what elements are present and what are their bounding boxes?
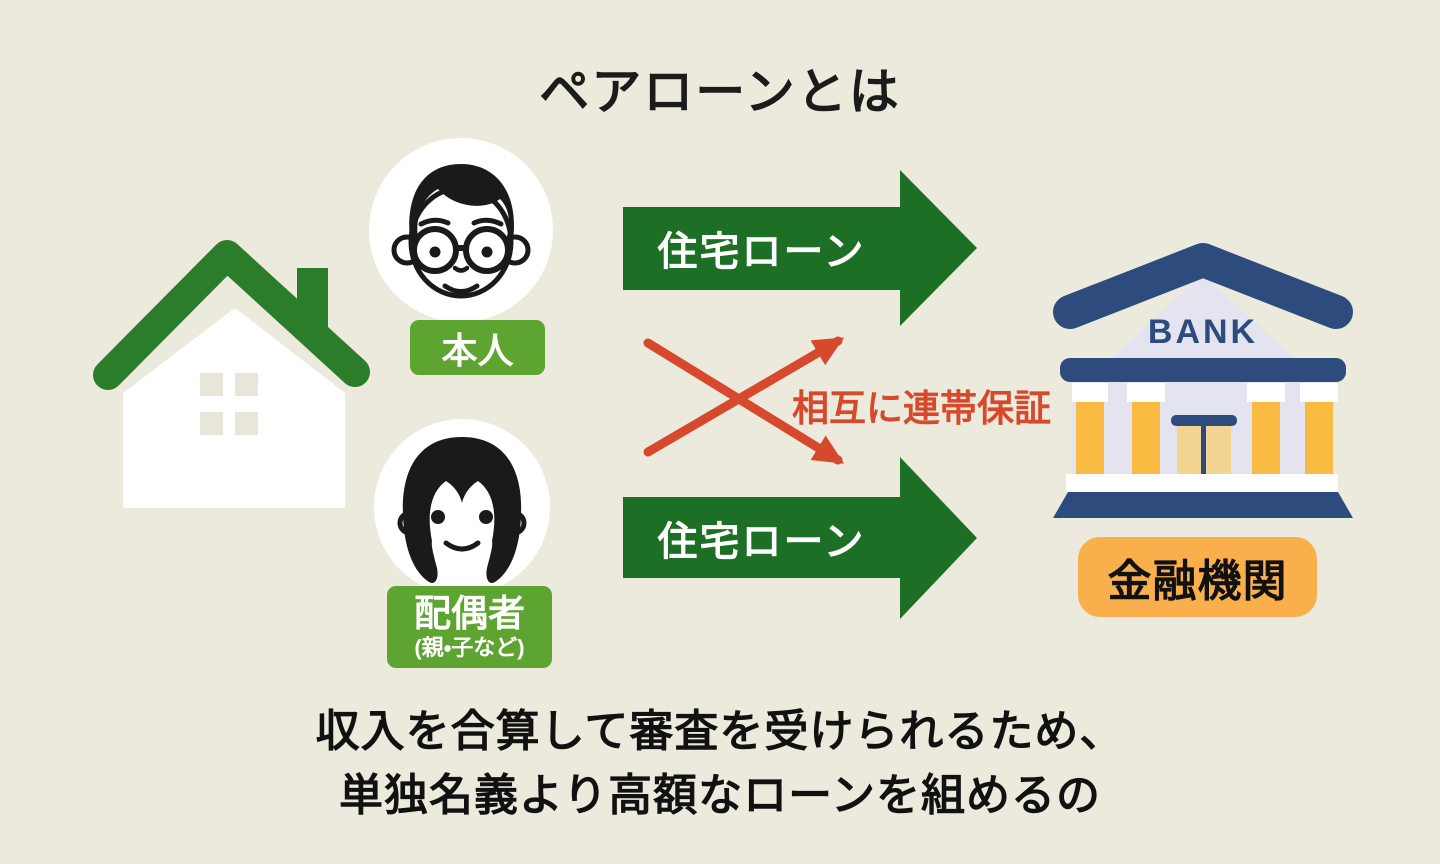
loan-arrow-bottom [623, 457, 977, 619]
loan-arrow-bottom-label: 住宅ローン [657, 519, 866, 564]
loan-arrow-top [623, 170, 977, 326]
caption-line-1: 収入を合算して審査を受けられるため、 [315, 707, 1125, 756]
bank-beam [1060, 358, 1346, 382]
bank-icon: BANK [1053, 243, 1353, 518]
caption-line-2: 単独名義より高額なローンを組めるの [339, 771, 1101, 820]
man-avatar-icon [369, 138, 553, 322]
borrower-primary-label: 本人 [410, 320, 545, 375]
guarantee-arrow-down-icon [643, 338, 845, 465]
bank-label-text: 金融機関 [1107, 557, 1288, 606]
bank-door-divider [1201, 422, 1206, 474]
caption: 収入を合算して審査を受けられるため、 単独名義より高額なローンを組めるの [0, 700, 1440, 828]
loan-arrow-top-label: 住宅ローン [657, 229, 866, 274]
borrower-secondary-label-text: 配偶者 [414, 593, 525, 634]
bank-label-badge: 金融機関 [1078, 537, 1317, 617]
house-roof [93, 240, 370, 390]
bank-door-lintel [1171, 415, 1237, 426]
guarantee-label: 相互に連帯保証 [792, 388, 1051, 429]
house-window [200, 373, 258, 435]
bank-roof [1053, 243, 1353, 329]
borrower-primary-label-text: 本人 [441, 329, 514, 371]
bank-columns [1072, 383, 1338, 474]
bank-gable [1108, 274, 1298, 362]
house-body [123, 308, 345, 508]
page-title: ペアローンとは [539, 64, 901, 120]
woman-avatar-icon [374, 419, 550, 595]
bank-sign: BANK [1148, 313, 1258, 351]
house-icon [93, 240, 370, 508]
bank-stylobate [1066, 474, 1338, 492]
bank-steps [1053, 492, 1353, 518]
borrower-secondary-label: 配偶者 (親・子など) [387, 586, 552, 668]
borrower-secondary-sublabel-text: (親・子など) [414, 635, 525, 660]
